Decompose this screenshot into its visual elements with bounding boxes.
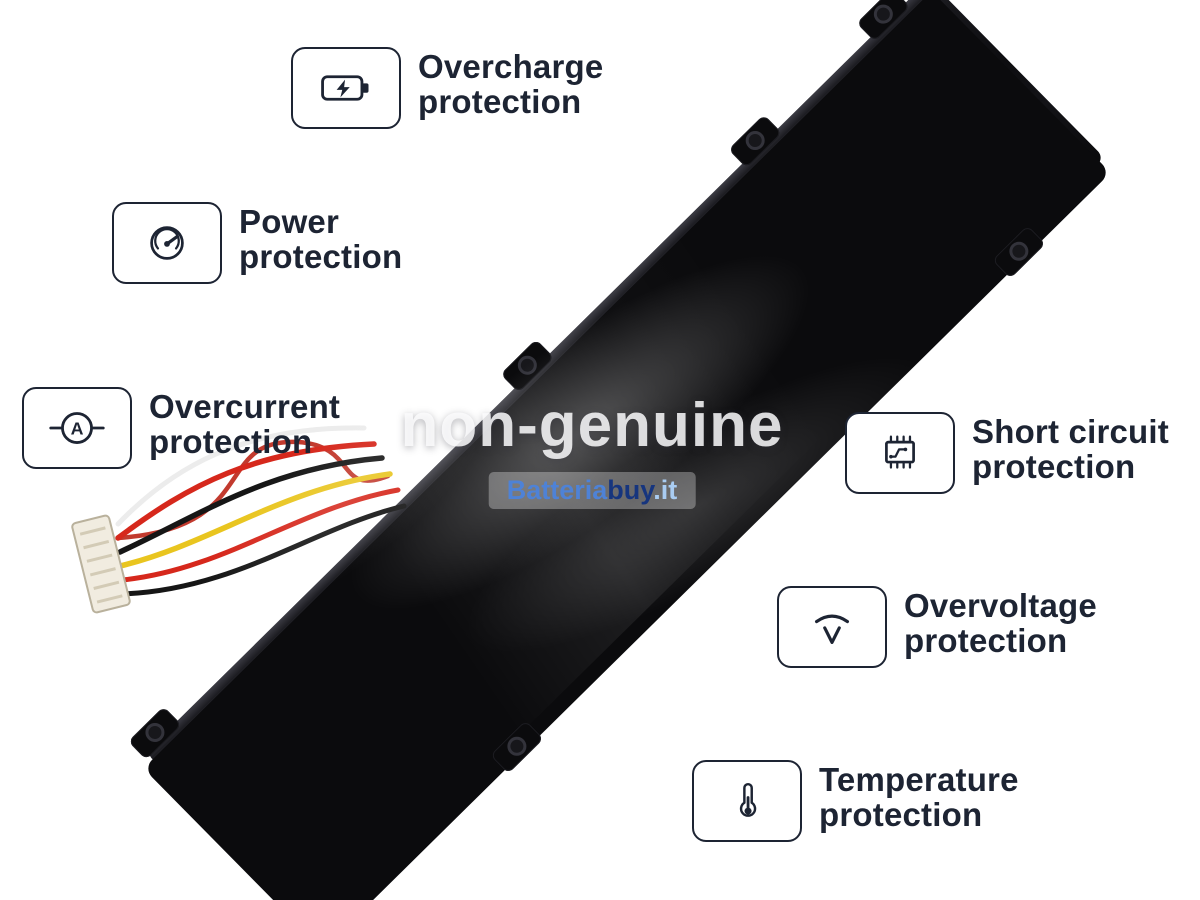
power-gauge-icon — [150, 226, 184, 260]
thermometer-icon — [739, 782, 757, 817]
screw-hole — [741, 127, 769, 155]
callout-power: Power protection — [112, 202, 402, 284]
callout-line2: protection — [819, 795, 983, 833]
screw-hole — [1005, 238, 1032, 266]
overcurrent-icon-box: A — [22, 387, 132, 469]
screw-hole — [869, 1, 897, 28]
voltage-arc-icon — [815, 614, 849, 644]
callout-label: Overcurrent protection — [149, 387, 340, 459]
callout-line1: Short circuit — [972, 413, 1169, 450]
short-circuit-icon-box — [845, 412, 955, 494]
callout-line1: Overcurrent — [149, 388, 341, 425]
brand-part-batteria: Batteria — [506, 475, 608, 505]
overvoltage-icon-box — [777, 586, 887, 668]
callout-line2: protection — [149, 422, 313, 460]
ammeter-icon: A — [49, 412, 105, 444]
callout-label: Power protection — [239, 202, 402, 274]
connector-cable — [71, 425, 407, 614]
callout-line2: protection — [972, 447, 1136, 485]
screw-hole — [513, 352, 541, 380]
callout-line2: protection — [418, 82, 582, 120]
callout-label: Overvoltage protection — [904, 586, 1097, 658]
callout-label: Overcharge protection — [418, 47, 603, 119]
callout-short-circuit: Short circuit protection — [845, 412, 1169, 494]
power-icon-box — [112, 202, 222, 284]
callout-line1: Temperature — [819, 761, 1019, 798]
callout-label: Short circuit protection — [972, 412, 1169, 484]
battery-charge-icon — [321, 75, 369, 101]
brand-part-buy: buy — [607, 475, 654, 505]
callout-label: Temperature protection — [819, 760, 1019, 832]
svg-text:A: A — [71, 419, 84, 439]
connector-plug — [71, 514, 131, 614]
callout-line2: protection — [904, 621, 1068, 659]
callout-line2: protection — [239, 237, 403, 275]
callout-overcharge: Overcharge protection — [291, 47, 603, 129]
temperature-icon-box — [692, 760, 802, 842]
watermark-text: non-genuine — [400, 391, 784, 460]
callout-overcurrent: A Overcurrent protection — [22, 387, 340, 469]
screw-hole — [141, 719, 169, 747]
callout-overvoltage: Overvoltage protection — [777, 586, 1097, 668]
screw-hole — [503, 733, 530, 761]
callout-line1: Power — [239, 203, 340, 240]
callout-temperature: Temperature protection — [692, 760, 1019, 842]
circuit-chip-icon — [885, 435, 915, 469]
callout-line1: Overcharge — [418, 48, 604, 85]
brand-part-it: .it — [653, 475, 678, 505]
callout-line1: Overvoltage — [904, 587, 1097, 624]
overcharge-icon-box — [291, 47, 401, 129]
brand-watermark: Batteriabuy.it — [488, 472, 696, 509]
